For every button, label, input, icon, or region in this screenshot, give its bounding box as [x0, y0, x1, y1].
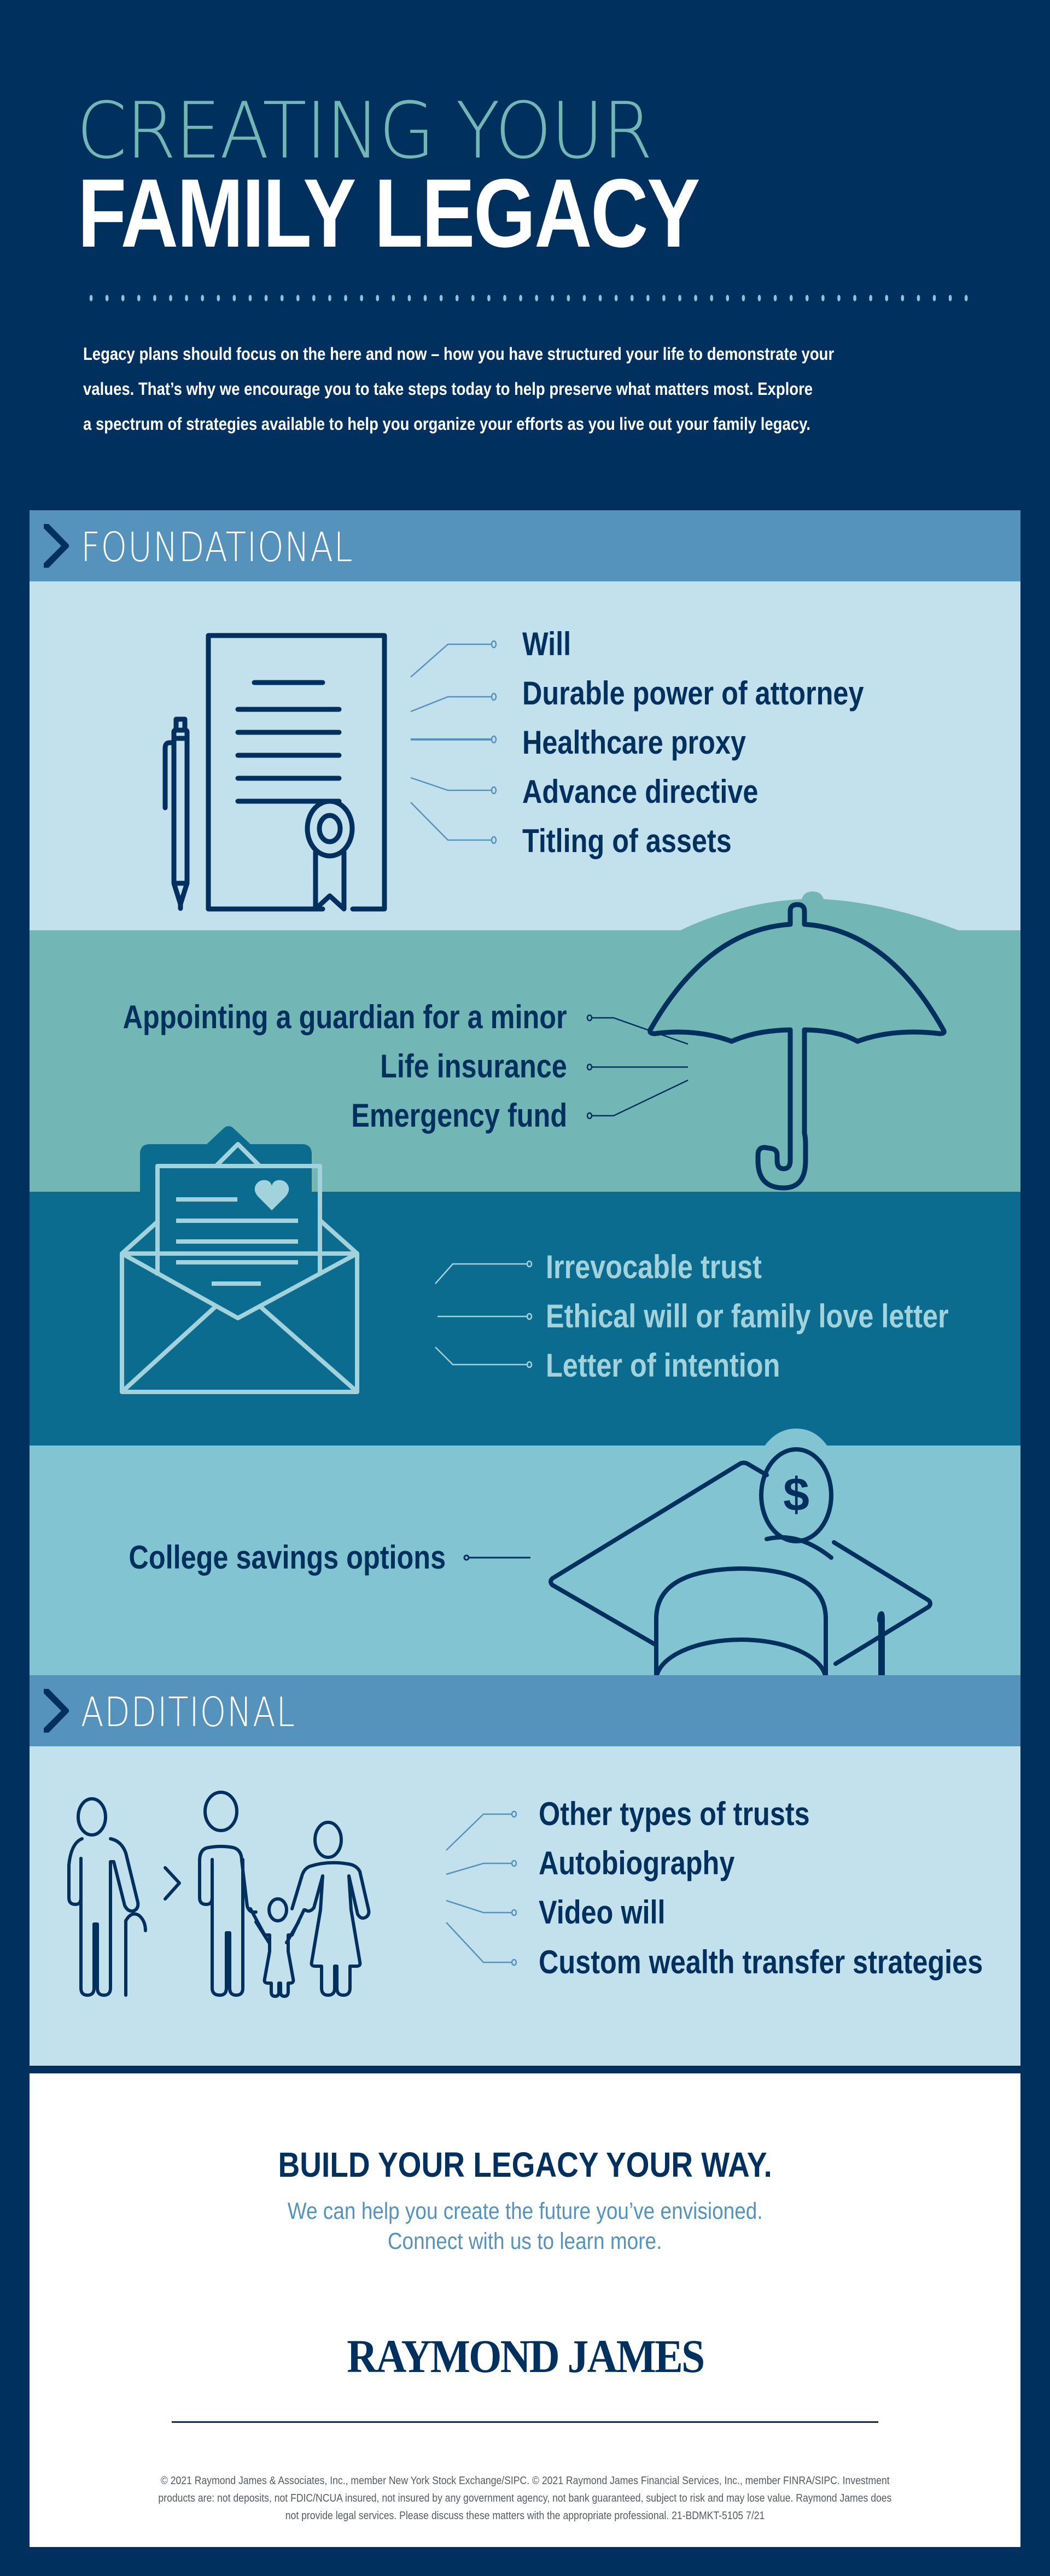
band-additional-strategies: [30, 1746, 1020, 2066]
list-item-emergency-fund: Emergency fund: [351, 1097, 567, 1134]
divider-line: [172, 2421, 878, 2423]
connector-lines: [410, 640, 497, 844]
cta-subtitle-line-1: We can help you create the future you’ve…: [0, 2196, 1050, 2226]
section-label-additional: ADDITIONAL: [81, 1689, 296, 1736]
band-legal-documents: [30, 581, 1020, 930]
connector-lines: [586, 1014, 689, 1120]
connector-lines: [446, 1810, 517, 1966]
umbrella-icon: [648, 902, 947, 1191]
title-line-2: FAMILY LEGACY: [78, 159, 700, 267]
foundational-section-header: FOUNDATIONAL: [30, 510, 1020, 581]
cta-subtitle-text: Connect with us to learn more.: [388, 2228, 662, 2254]
graduation-cap-dollar-icon: $: [549, 1447, 932, 1806]
list-item-advance-directive: Advance directive: [522, 773, 759, 810]
intro-line: a spectrum of strategies available to he…: [83, 414, 811, 434]
cta-title-text: BUILD YOUR LEGACY YOUR WAY.: [278, 2145, 772, 2184]
disclaimer-text: © 2021 Raymond James & Associates, Inc.,…: [160, 2475, 890, 2487]
list-item-irrevocable-trust: Irrevocable trust: [546, 1249, 762, 1285]
list-item-other-trusts: Other types of trusts: [539, 1796, 810, 1832]
list-item-will: Will: [522, 626, 571, 662]
list-item-college-savings: College savings options: [129, 1539, 446, 1576]
additional-section-header: ADDITIONAL: [30, 1675, 1020, 1746]
list-item-custom-wealth-transfer: Custom wealth transfer strategies: [539, 1944, 983, 1980]
raymond-james-logo: RAYMOND JAMES: [0, 2332, 1050, 2381]
list-item-guardian: Appointing a guardian for a minor: [123, 999, 567, 1035]
band-estate-letters: [30, 1192, 1020, 1446]
cta-subtitle-text: We can help you create the future you’ve…: [287, 2198, 763, 2224]
logo-text: RAYMOND JAMES: [346, 2330, 705, 2382]
cta-title: BUILD YOUR LEGACY YOUR WAY.: [0, 2144, 1050, 2185]
cta-subtitle-line-2: Connect with us to learn more.: [0, 2227, 1050, 2256]
list-item-video-will: Video will: [539, 1894, 666, 1931]
document-certificate-pen-icon: [162, 633, 387, 912]
envelope-letter-heart-icon: [120, 1142, 359, 1394]
disclaimer-line: not provide legal services. Please discu…: [0, 2507, 1050, 2525]
band-education: [30, 1446, 1020, 1675]
dotted-divider: [83, 294, 975, 302]
disclaimer-line: © 2021 Raymond James & Associates, Inc.,…: [0, 2472, 1050, 2490]
cta-panel: [30, 2073, 1020, 2547]
intro-paragraph: Legacy plans should focus on the here an…: [83, 336, 977, 441]
umbrella-halo: [679, 891, 960, 931]
connector-lines: [435, 1260, 533, 1368]
list-item-healthcare-proxy: Healthcare proxy: [522, 724, 746, 761]
family-generations-icon: [67, 1791, 371, 1998]
list-item-life-insurance: Life insurance: [380, 1048, 567, 1085]
connector-line: [463, 1554, 530, 1561]
list-item-letter-of-intention: Letter of intention: [546, 1347, 780, 1384]
dollar-sign: $: [783, 1468, 809, 1521]
list-item-durable-poa: Durable power of attorney: [522, 675, 864, 712]
chevron-right-icon: [44, 1689, 69, 1733]
list-item-titling-assets: Titling of assets: [522, 823, 732, 859]
disclaimer-line: products are: not deposits, not FDIC/NCU…: [0, 2490, 1050, 2507]
list-item-autobiography: Autobiography: [539, 1845, 735, 1881]
intro-line: Legacy plans should focus on the here an…: [83, 344, 835, 364]
section-label-foundational: FOUNDATIONAL: [81, 524, 354, 571]
chevron-right-icon: [44, 524, 69, 568]
intro-line: values. That’s why we encourage you to t…: [83, 379, 813, 399]
title-line-1: CREATING YOUR: [77, 86, 653, 176]
list-item-ethical-will: Ethical will or family love letter: [546, 1298, 949, 1334]
coin-halo: [757, 1429, 835, 1459]
disclaimer-text: not provide legal services. Please discu…: [285, 2510, 765, 2522]
disclaimer-text: products are: not deposits, not FDIC/NCU…: [158, 2492, 892, 2504]
